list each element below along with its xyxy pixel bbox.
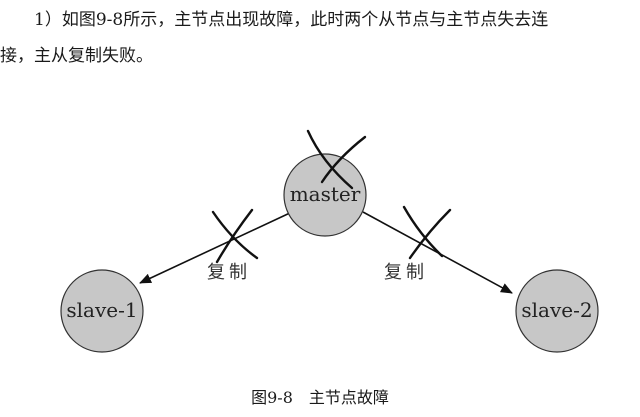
node-slave-1-label: slave-1	[66, 298, 137, 322]
node-slave-2: slave-2	[515, 269, 599, 353]
cross-mark-left-edge	[211, 208, 259, 264]
cross-mark-right-edge	[402, 205, 452, 260]
paragraph-line-1: 1）如图9-8所示，主节点出现故障，此时两个从节点与主节点失去连	[34, 10, 549, 30]
edge-master-to-slave-1	[139, 211, 293, 284]
node-slave-2-label: slave-2	[521, 298, 592, 322]
edge-label-left: 复制	[207, 262, 251, 283]
paragraph-line-2: 接，主从复制失败。	[0, 46, 153, 66]
edge-label-right: 复制	[384, 262, 428, 283]
node-master: master	[283, 153, 367, 237]
figure-caption: 图9-8 主节点故障	[251, 388, 389, 407]
cross-mark-master	[306, 129, 367, 190]
node-slave-1: slave-1	[60, 269, 144, 353]
